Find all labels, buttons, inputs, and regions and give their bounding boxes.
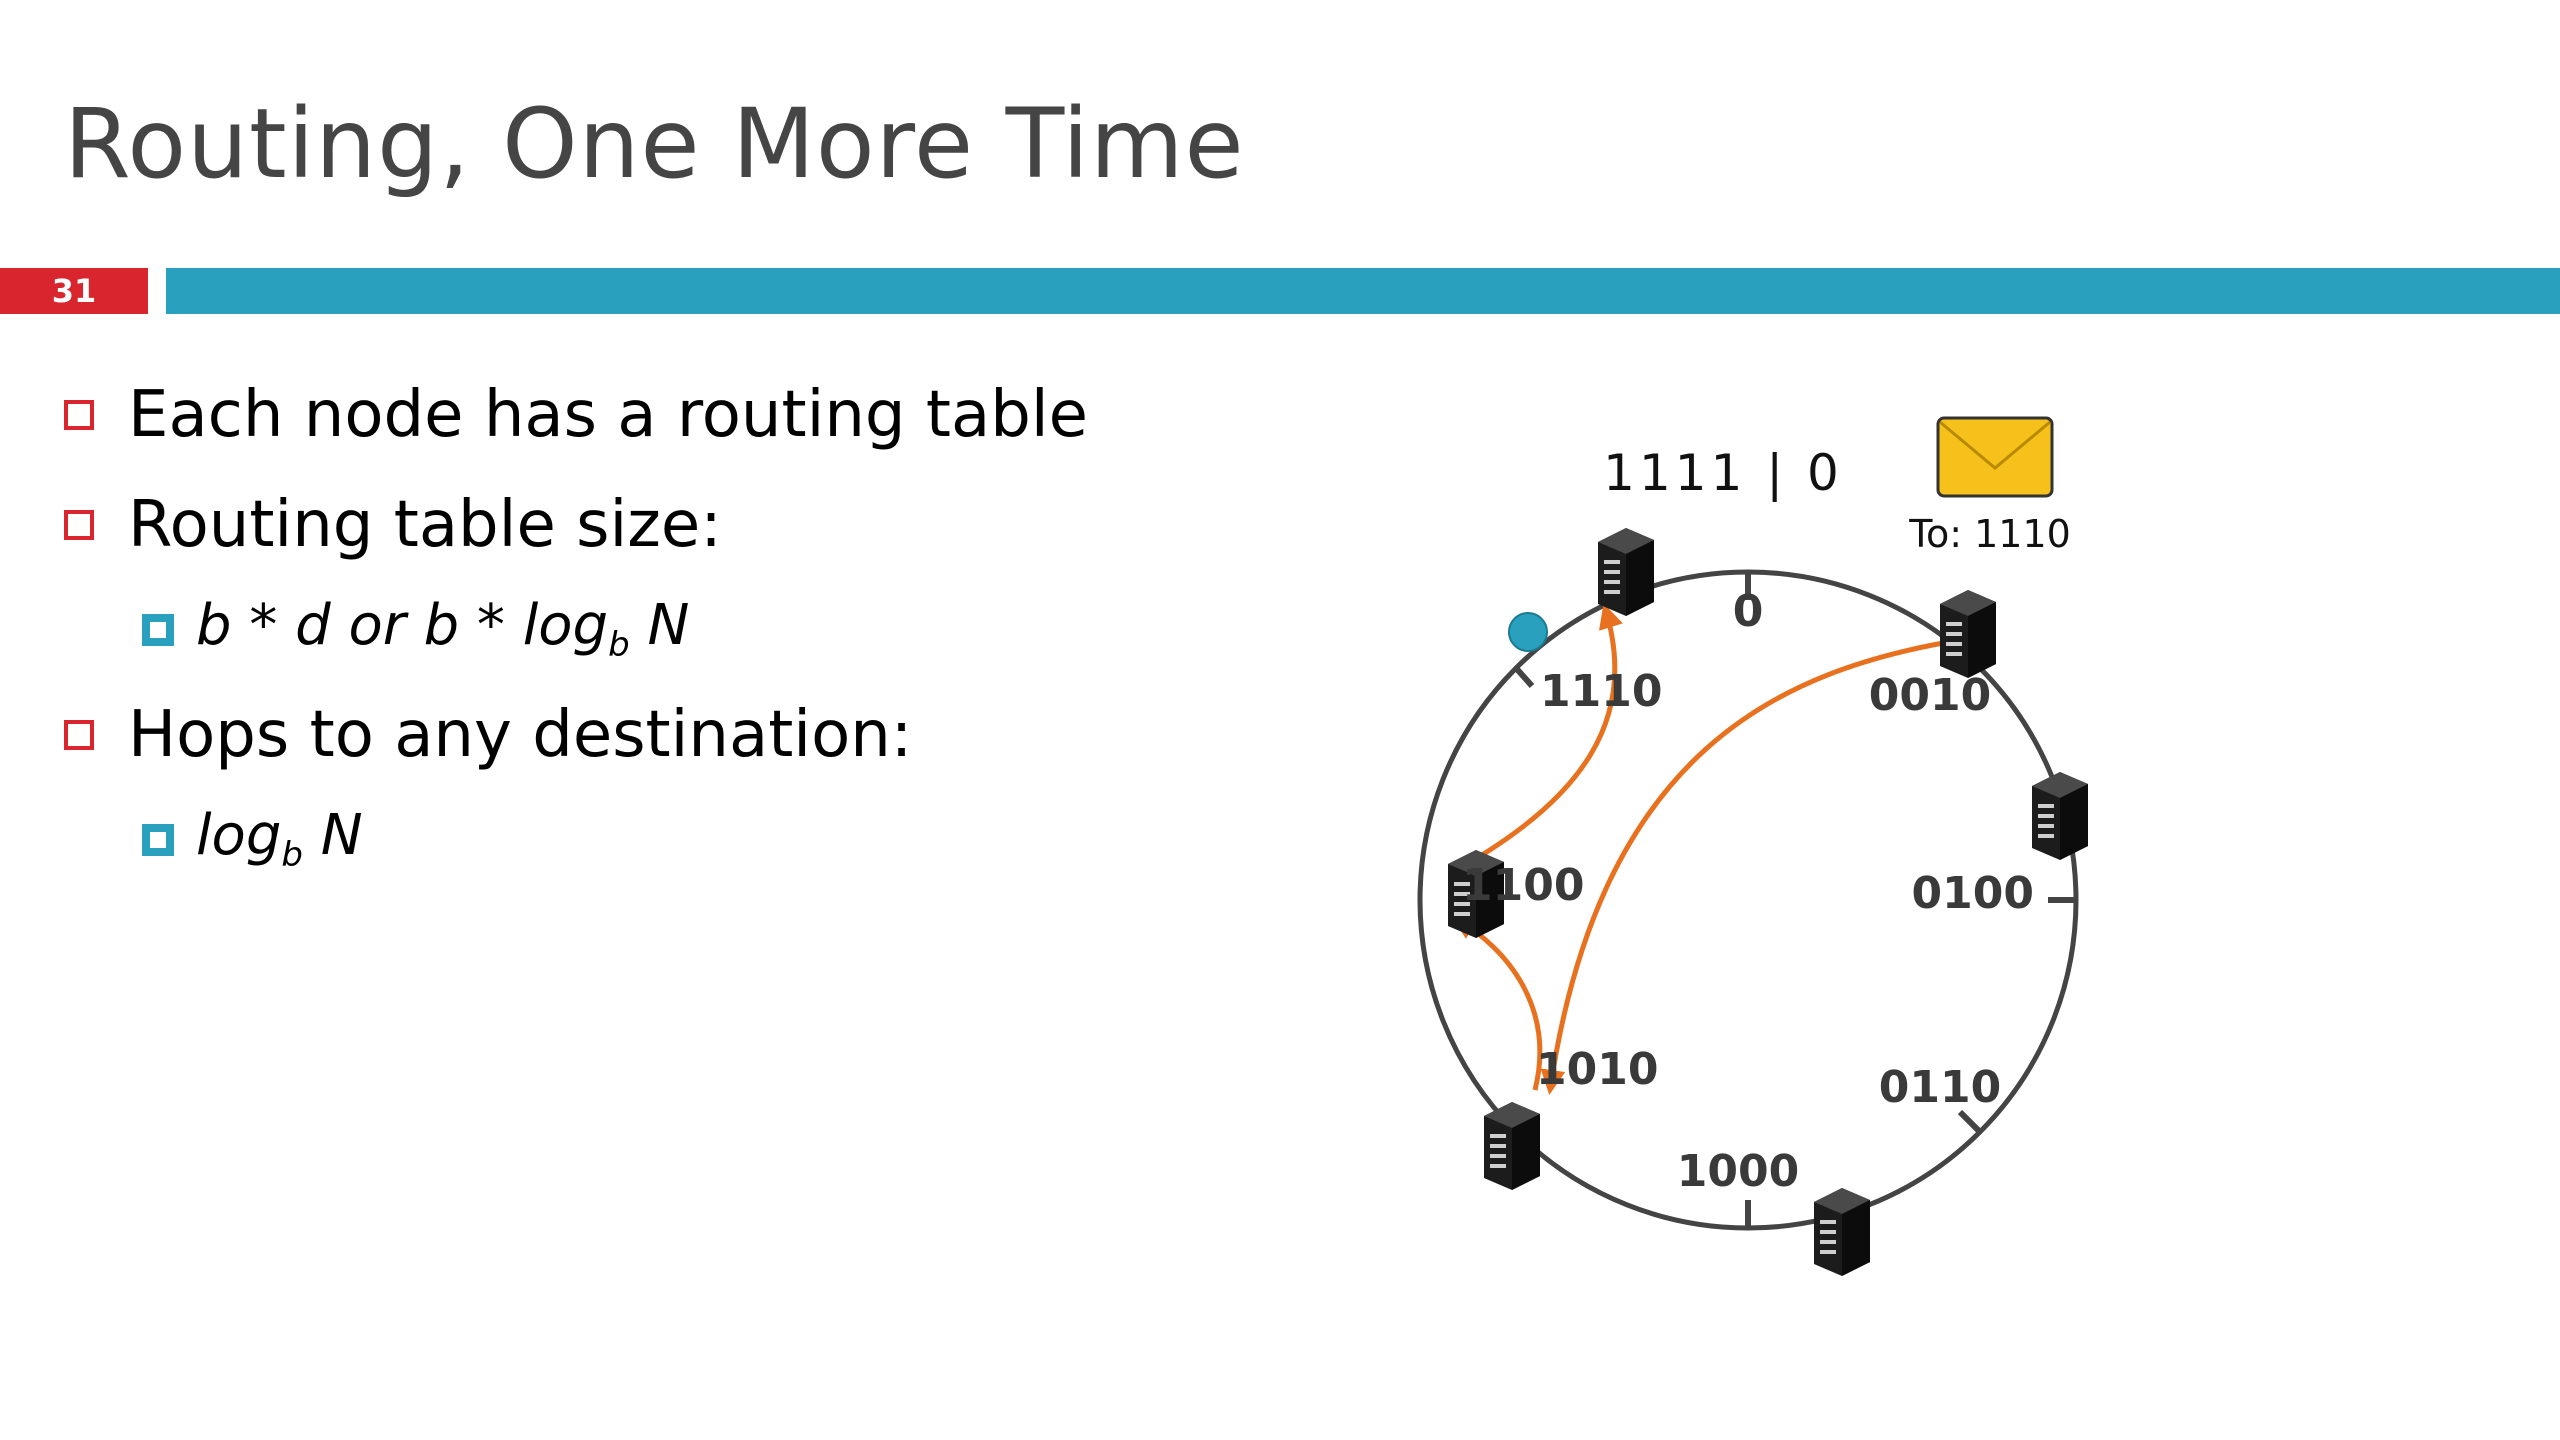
formula-text: logb N <box>196 803 363 875</box>
tick-label-0: 0 <box>1733 586 1764 637</box>
tick-label-1100: 1100 <box>1462 860 1584 911</box>
route-arrow-0010-to-1010 <box>1540 637 1961 1095</box>
server-icon <box>2032 772 2088 860</box>
tick-label-1000: 1000 <box>1677 1146 1799 1197</box>
bullet-text: Each node has a routing table <box>128 378 1088 452</box>
formula-text: b * d or b * logb N <box>196 593 690 665</box>
server-icon <box>1814 1188 1870 1276</box>
bullet-text: Routing table size: <box>128 488 722 562</box>
tick-label-0110: 0110 <box>1879 1062 2001 1113</box>
square-bullet-icon <box>64 400 94 430</box>
square-bullet-icon <box>64 510 94 540</box>
ring-top-label: 1111 | 0 <box>1603 444 1843 502</box>
square-bullet-icon <box>64 720 94 750</box>
slide-number: 31 <box>0 268 148 314</box>
bullet-list: Each node has a routing table Routing ta… <box>64 360 1264 890</box>
message-label: To: 1110 <box>1908 512 2071 556</box>
server-icon <box>1598 528 1654 616</box>
sub-bullet-hops-formula: logb N <box>64 790 1264 890</box>
node-labels: 0 0010 0100 0110 1000 1010 1100 1110 <box>1462 586 2034 1197</box>
bullet-text: Hops to any destination: <box>128 698 913 772</box>
square-bullet-icon <box>142 614 174 646</box>
title-rule <box>166 268 2560 314</box>
routing-ring-diagram: 1111 | 0 To: 1110 0 0010 0100 0110 1000 … <box>1360 390 2140 1294</box>
ring-ticks <box>1513 572 2076 1228</box>
sub-bullet-size-formula: b * d or b * logb N <box>64 580 1264 680</box>
tick-label-0010: 0010 <box>1869 670 1991 721</box>
route-arrow-1100-to-1110 <box>1458 603 1623 871</box>
bullet-routing-table: Each node has a routing table <box>64 360 1264 470</box>
envelope-icon <box>1936 416 2054 498</box>
tick-label-1010: 1010 <box>1536 1044 1658 1095</box>
route-arrow-1010-to-1100 <box>1450 915 1543 1091</box>
square-bullet-icon <box>142 824 174 856</box>
bullet-table-size: Routing table size: <box>64 470 1264 580</box>
tick-label-0100: 0100 <box>1912 868 2034 919</box>
bullet-hops: Hops to any destination: <box>64 680 1264 790</box>
tick-label-1110: 1110 <box>1540 666 1662 717</box>
slide-title: Routing, One More Time <box>64 88 1245 200</box>
server-icon <box>1940 590 1996 678</box>
lookup-target-marker <box>1508 612 1548 652</box>
server-icon <box>1484 1102 1540 1190</box>
